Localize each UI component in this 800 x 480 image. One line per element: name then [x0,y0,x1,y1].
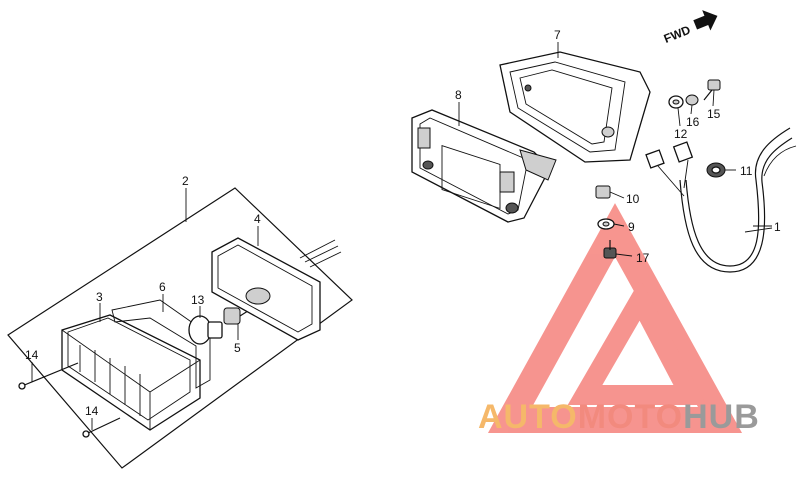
callout-5: 5 [234,341,241,355]
housing-part-4 [211,237,342,341]
wire-harness-part-1 [645,127,797,273]
leader-lines [31,42,772,430]
callout-15: 15 [707,107,721,121]
callout-14b: 14 [85,404,99,418]
callout-17: 17 [636,251,650,265]
watermark-text: AUTOMOTOHUB [478,398,760,436]
fwd-arrow-icon [693,10,718,31]
callout-11: 11 [740,164,753,178]
callout-9: 9 [628,220,635,234]
screw-14a [18,362,79,390]
callout-2: 2 [182,174,189,188]
screw-part-15 [703,79,721,101]
callout-12: 12 [674,127,688,141]
fwd-label: FWD [662,23,693,46]
callout-16: 16 [686,115,700,129]
callout-3: 3 [96,290,103,304]
fwd-indicator: FWD [662,10,718,46]
bolt-part-17 [603,240,633,259]
callout-13: 13 [191,293,205,307]
assembly-outline [7,187,353,469]
taillight-assembly [7,187,353,469]
grommet-part-12 [668,95,684,109]
gasket-part-6 [111,299,211,389]
callout-6: 6 [159,280,166,294]
nut-part-10 [595,185,625,199]
bulb-part-13 [188,315,223,345]
watermark-triangle-icon [487,203,743,433]
grommet-part-11 [706,162,736,178]
collar-part-16 [685,94,699,106]
callout-7: 7 [554,28,561,42]
watermark-inner-triangle-icon [567,279,707,405]
callout-14a: 14 [25,348,39,362]
callout-8: 8 [455,88,462,102]
screw-14b [82,417,121,438]
bracket-part-8 [411,109,557,223]
watermark-auto: AUTO [478,398,578,436]
callout-4: 4 [254,212,261,226]
callout-10: 10 [626,192,640,206]
watermark-hub: HUB [683,398,760,436]
watermark-logo [487,203,743,433]
watermark-moto: MOTO [578,398,683,436]
callout-1: 1 [774,220,781,234]
bracket-part-7 [499,51,651,163]
washer-part-9 [597,218,625,230]
lens-part-3 [61,314,201,431]
callout-labels: 1 2 3 4 5 6 7 8 9 10 11 12 13 14 14 15 1… [25,28,781,418]
